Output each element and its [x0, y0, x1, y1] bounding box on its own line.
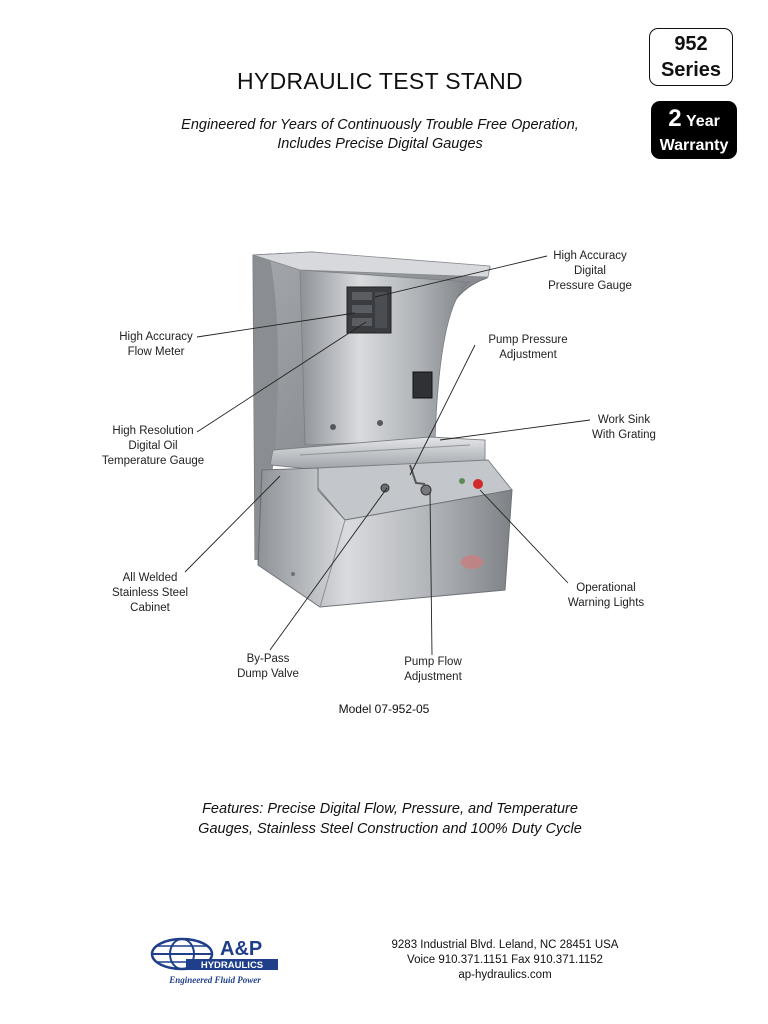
callout-text: Flow Meter — [127, 346, 185, 358]
callout-text: Pump Flow — [404, 656, 462, 668]
company-logo: A&P HYDRAULICS — [150, 937, 278, 971]
callout-text: Temperature Gauge — [101, 455, 205, 467]
address-line: 9283 Industrial Blvd. Leland, NC 28451 U… — [391, 939, 619, 951]
logo-tagline: Engineered Fluid Power — [169, 975, 261, 985]
subtitle: Engineered for Years of Continuously Tro… — [100, 116, 660, 154]
callout-text: Adjustment — [499, 349, 557, 361]
warranty-unit: Year — [686, 113, 720, 130]
callout-text: Cabinet — [130, 602, 170, 614]
callout-text: With Grating — [592, 429, 656, 441]
callout-text: Work Sink — [597, 414, 651, 426]
callout-work-sink: Work Sink With Grating — [572, 413, 676, 443]
website-link[interactable]: ap-hydraulics.com — [458, 969, 552, 981]
callout-cabinet: All Welded Stainless Steel Cabinet — [98, 571, 202, 616]
model-number: Model 07-952-05 — [338, 702, 430, 716]
callout-text: Pressure Gauge — [548, 280, 632, 292]
svg-text:HYDRAULICS: HYDRAULICS — [201, 960, 263, 971]
phone-line: Voice 910.371.1151 Fax 910.371.1152 — [407, 954, 603, 966]
callout-text: Digital — [574, 265, 606, 277]
series-badge: 952 Series — [649, 28, 733, 86]
warranty-label: Warranty — [659, 137, 729, 154]
warranty-number: 2 — [668, 105, 682, 132]
callout-pressure-gauge: High Accuracy Digital Pressure Gauge — [532, 249, 648, 294]
subtitle-line-2: Includes Precise Digital Gauges — [277, 136, 483, 152]
callout-text: Digital Oil — [128, 440, 178, 452]
callout-text: High Accuracy — [119, 331, 193, 343]
callout-text: All Welded — [122, 572, 178, 584]
callout-bypass-valve: By-Pass Dump Valve — [220, 652, 316, 682]
test-stand-illustration — [184, 251, 591, 656]
callout-pump-flow: Pump Flow Adjustment — [384, 655, 482, 685]
subtitle-line-1: Engineered for Years of Continuously Tro… — [181, 117, 579, 133]
features-line-2: Gauges, Stainless Steel Construction and… — [198, 821, 582, 837]
callout-text: Pump Pressure — [488, 334, 568, 346]
callout-warning-lights: Operational Warning Lights — [553, 581, 659, 611]
callout-pump-pressure: Pump Pressure Adjustment — [470, 333, 586, 363]
contact-info: 9283 Industrial Blvd. Leland, NC 28451 U… — [370, 938, 640, 983]
callout-flow-meter: High Accuracy Flow Meter — [103, 330, 209, 360]
callout-text: By-Pass — [246, 653, 290, 665]
series-number: 952 — [674, 33, 708, 55]
warranty-badge: 2 Year Warranty — [651, 101, 737, 159]
callout-text: Stainless Steel — [111, 587, 189, 599]
callout-text: High Accuracy — [553, 250, 627, 262]
callout-text: Warning Lights — [567, 597, 645, 609]
callout-text: High Resolution — [112, 425, 194, 437]
callout-temp-gauge: High Resolution Digital Oil Temperature … — [92, 424, 214, 469]
callout-text: Adjustment — [404, 671, 462, 683]
features-line-1: Features: Precise Digital Flow, Pressure… — [202, 801, 578, 817]
callout-text: Operational — [576, 582, 636, 594]
features-text: Features: Precise Digital Flow, Pressure… — [110, 799, 670, 839]
svg-text:A&P: A&P — [220, 938, 262, 960]
callout-text: Dump Valve — [237, 668, 299, 680]
page-title: HYDRAULIC TEST STAND — [237, 68, 523, 94]
warning-light — [473, 479, 483, 489]
series-label: Series — [660, 59, 722, 81]
